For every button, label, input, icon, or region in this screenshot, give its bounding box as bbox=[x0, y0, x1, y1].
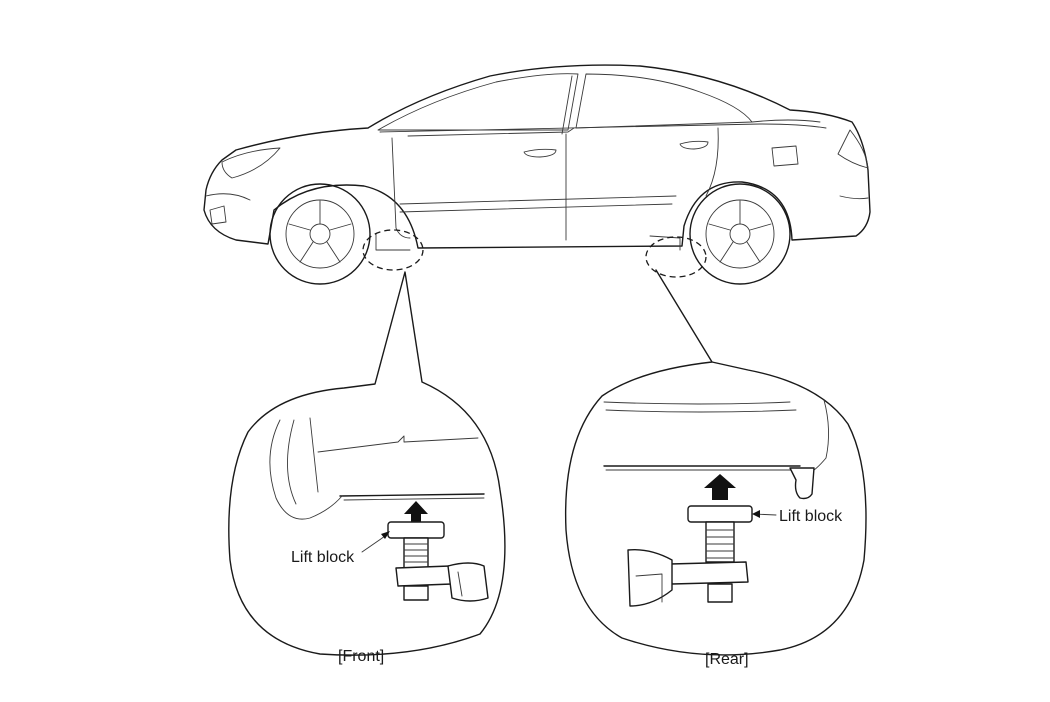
rear-detail-callout bbox=[564, 269, 867, 656]
rear-caption: [Rear] bbox=[705, 651, 749, 668]
front-lift-arrow-icon bbox=[404, 501, 428, 522]
car-side-view bbox=[203, 64, 871, 285]
rear-lift-point-marker bbox=[645, 236, 707, 278]
rear-lift-arrow-icon bbox=[704, 474, 736, 500]
front-detail-callout bbox=[228, 271, 506, 656]
rear-lift-block-label: Lift block bbox=[779, 508, 843, 525]
front-lift-block-label: Lift block bbox=[291, 549, 355, 566]
front-caption: [Front] bbox=[338, 648, 385, 665]
front-lift-point-marker bbox=[362, 229, 424, 271]
rear-lift-block bbox=[687, 505, 753, 523]
front-lift-block bbox=[387, 521, 445, 539]
